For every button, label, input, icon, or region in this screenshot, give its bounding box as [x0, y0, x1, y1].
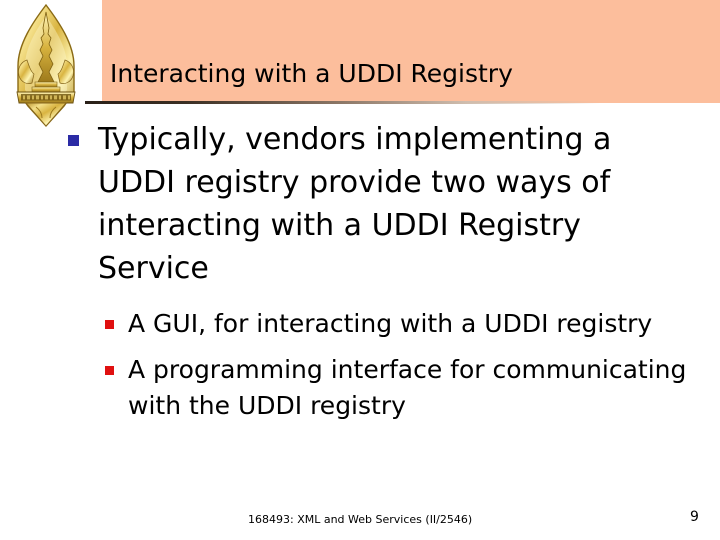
slide-title: Interacting with a UDDI Registry [110, 59, 513, 88]
footer-course-label: 168493: XML and Web Services (II/2546) [248, 513, 473, 526]
square-bullet-icon [68, 135, 79, 146]
bullet-level2-item: A GUI, for interacting with a UDDI regis… [0, 306, 720, 342]
bullet-level2-text: A programming interface for communicatin… [128, 355, 687, 420]
slide-page-number: 9 [690, 509, 699, 525]
bullet-level2-item: A programming interface for communicatin… [0, 352, 720, 424]
bullet-level2-text: A GUI, for interacting with a UDDI regis… [128, 309, 653, 338]
slide-body: Typically, vendors implementing a UDDI r… [0, 118, 720, 434]
bullet-level1-item: Typically, vendors implementing a UDDI r… [0, 118, 720, 290]
title-banner [102, 0, 720, 103]
university-emblem-logo [4, 2, 88, 130]
square-bullet-icon [105, 320, 114, 329]
emblem-icon [16, 3, 76, 128]
bullet-level2-list: A GUI, for interacting with a UDDI regis… [0, 306, 720, 424]
bullet-level1-text: Typically, vendors implementing a UDDI r… [98, 122, 612, 286]
title-underline-rule [85, 101, 645, 104]
square-bullet-icon [105, 366, 114, 375]
